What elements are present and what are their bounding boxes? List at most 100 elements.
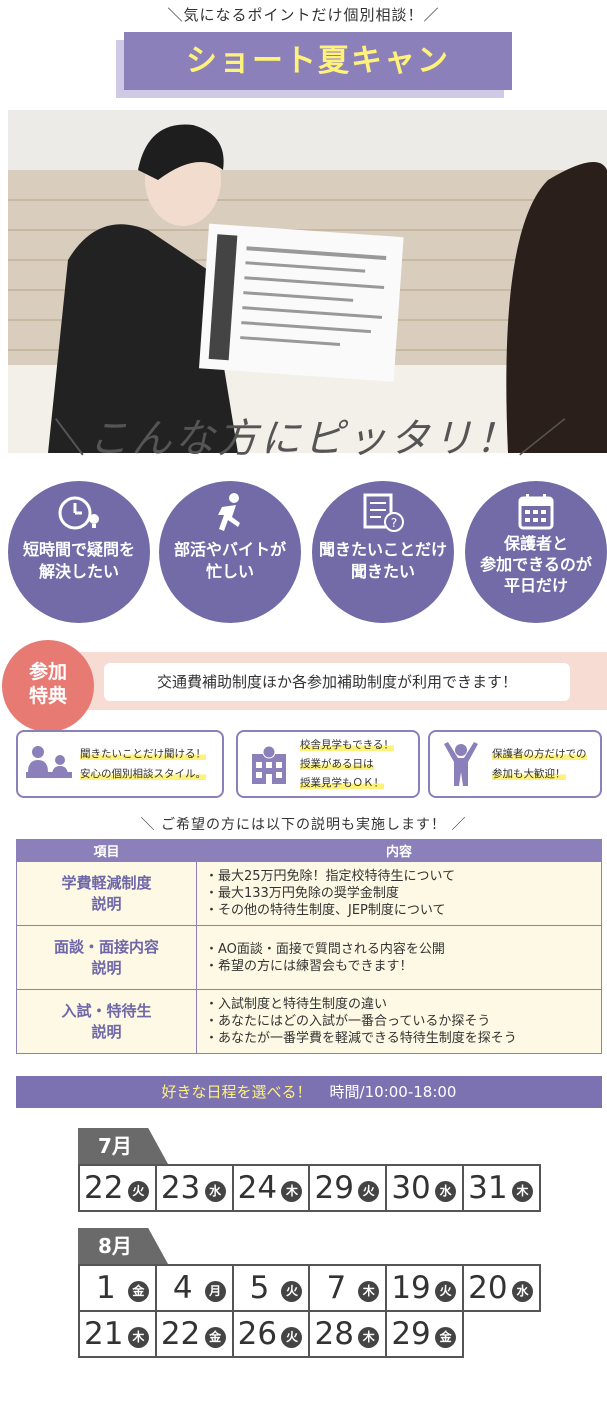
- target-busy: 部活やバイトが 忙しい: [159, 481, 301, 623]
- date-number: 22: [84, 1170, 124, 1206]
- table-row: 面談・面接内容 説明 ・AO面談・面接で質問される内容を公開 ・希望の方には練習…: [16, 925, 602, 990]
- target-ask-only: ? 聞きたいことだけ 聞きたい: [312, 481, 454, 623]
- feature-card-tour: 校舎見学もできる！ 授業がある日は 授業見学もＯＫ！: [236, 730, 420, 798]
- row-item: 学費軽減制度 説明: [16, 861, 197, 926]
- month-tab-july: 7月: [78, 1128, 168, 1164]
- date-number: 21: [84, 1316, 124, 1352]
- date-number: 19: [391, 1270, 431, 1306]
- schedule-bar: 好きな日程を選べる！ 時間/10:00-18:00: [16, 1076, 602, 1108]
- target-label: 短時間で疑問を 解決したい: [22, 540, 135, 581]
- weekday-badge: 金: [435, 1327, 457, 1348]
- date-number: 26: [237, 1316, 278, 1352]
- weekday-badge: 木: [511, 1181, 533, 1202]
- date-number: 5: [249, 1270, 270, 1306]
- title-banner: ショート夏キャン: [124, 32, 512, 90]
- target-label: 部活やバイトが 忙しい: [173, 540, 286, 581]
- row-item: 入試・特待生 説明: [16, 989, 197, 1054]
- feature-text: 保護者の方だけでの 参加も大歓迎！: [492, 748, 587, 780]
- column-header-item: 項目: [16, 839, 197, 862]
- table-header-row: 項目 内容: [16, 839, 602, 862]
- target-label: 保護者と 参加できるのが 平日だけ: [480, 534, 592, 595]
- header-tagline: ＼気になるポイントだけ個別相談！／: [167, 6, 440, 24]
- date-number: 7: [326, 1270, 347, 1306]
- date-number: 30: [391, 1170, 431, 1206]
- running-person-icon: [218, 493, 240, 531]
- document-question-icon: ?: [363, 493, 404, 532]
- schedule-time-label: 時間/10:00-18:00: [329, 1083, 457, 1101]
- person-cheering-icon: [444, 742, 478, 786]
- table-row: 学費軽減制度 説明 ・最大25万円免除！指定校特待生について ・最大133万円免…: [16, 861, 602, 926]
- target-weekday: 保護者と 参加できるのが 平日だけ: [465, 481, 607, 623]
- calendar-icon: [518, 494, 554, 530]
- consultation-photo: [8, 110, 607, 453]
- date-number: 20: [468, 1270, 508, 1306]
- month-tab-august: 8月: [78, 1228, 168, 1264]
- weekday-badge: 水: [435, 1181, 457, 1202]
- perk-text: 交通費補助制度ほか各参加補助制度が利用できます！: [104, 663, 570, 701]
- column-header-content: 内容: [196, 839, 602, 862]
- row-content: ・最大25万円免除！指定校特待生について ・最大133万円免除の奨学金制度 ・そ…: [196, 861, 602, 926]
- weekday-badge: 火: [281, 1327, 303, 1348]
- weekday-badge: 水: [511, 1281, 533, 1302]
- explanation-table: 項目 内容 学費軽減制度 説明 ・最大25万円免除！指定校特待生について ・最大…: [16, 839, 602, 1054]
- feature-text: 聞きたいことだけ聞ける！ 安心の個別相談スタイル。: [80, 748, 206, 780]
- feature-text: 校舎見学もできる！ 授業がある日は 授業見学もＯＫ！: [300, 739, 394, 789]
- weekday-badge: 木: [127, 1327, 149, 1348]
- explanation-subhead: ＼ ご希望の方には以下の説明も実施します！ ／: [140, 817, 467, 833]
- empty-cell: [464, 1312, 541, 1358]
- weekday-badge: 火: [435, 1281, 457, 1302]
- schedule-pick-label: 好きな日程を選べる！: [161, 1083, 312, 1101]
- svg-text:?: ?: [391, 516, 397, 530]
- weekday-badge: 火: [358, 1181, 380, 1202]
- date-number: 29: [314, 1170, 354, 1206]
- weekday-badge: 火: [281, 1281, 303, 1302]
- school-building-icon: [252, 745, 286, 784]
- target-label: 聞きたいことだけ 聞きたい: [318, 540, 447, 581]
- target-headline: ＼こんな方にピッタリ！／: [45, 416, 562, 462]
- feature-card-counseling: 聞きたいことだけ聞ける！ 安心の個別相談スタイル。: [16, 730, 224, 798]
- row-content: ・AO面談・面接で質問される内容を公開 ・希望の方には練習会もできます！: [196, 925, 602, 990]
- weekday-badge: 木: [281, 1181, 303, 1202]
- date-number: 4: [172, 1270, 193, 1306]
- date-number: 1: [96, 1270, 116, 1306]
- date-number: 22: [160, 1316, 201, 1352]
- weekday-badge: 火: [127, 1181, 149, 1202]
- row-content: ・入試制度と特待生制度の違い ・あなたにはどの入試が一番合っているか探そう ・あ…: [196, 989, 602, 1054]
- feature-card-parents: 保護者の方だけでの 参加も大歓迎！: [428, 730, 602, 798]
- date-number: 29: [391, 1316, 431, 1352]
- weekday-badge: 金: [127, 1281, 149, 1302]
- date-number: 23: [160, 1170, 201, 1206]
- perk-badge: 参加 特典: [2, 640, 94, 732]
- clock-lightbulb-icon: [58, 496, 99, 530]
- date-number: 28: [314, 1316, 354, 1352]
- weekday-badge: 木: [358, 1281, 380, 1302]
- target-short-time: 短時間で疑問を 解決したい: [8, 481, 150, 623]
- counseling-people-icon: [26, 746, 72, 778]
- page-title: ショート夏キャン: [186, 43, 450, 79]
- weekday-badge: 木: [358, 1327, 380, 1348]
- weekday-badge: 金: [204, 1327, 226, 1348]
- date-number: 31: [468, 1170, 508, 1206]
